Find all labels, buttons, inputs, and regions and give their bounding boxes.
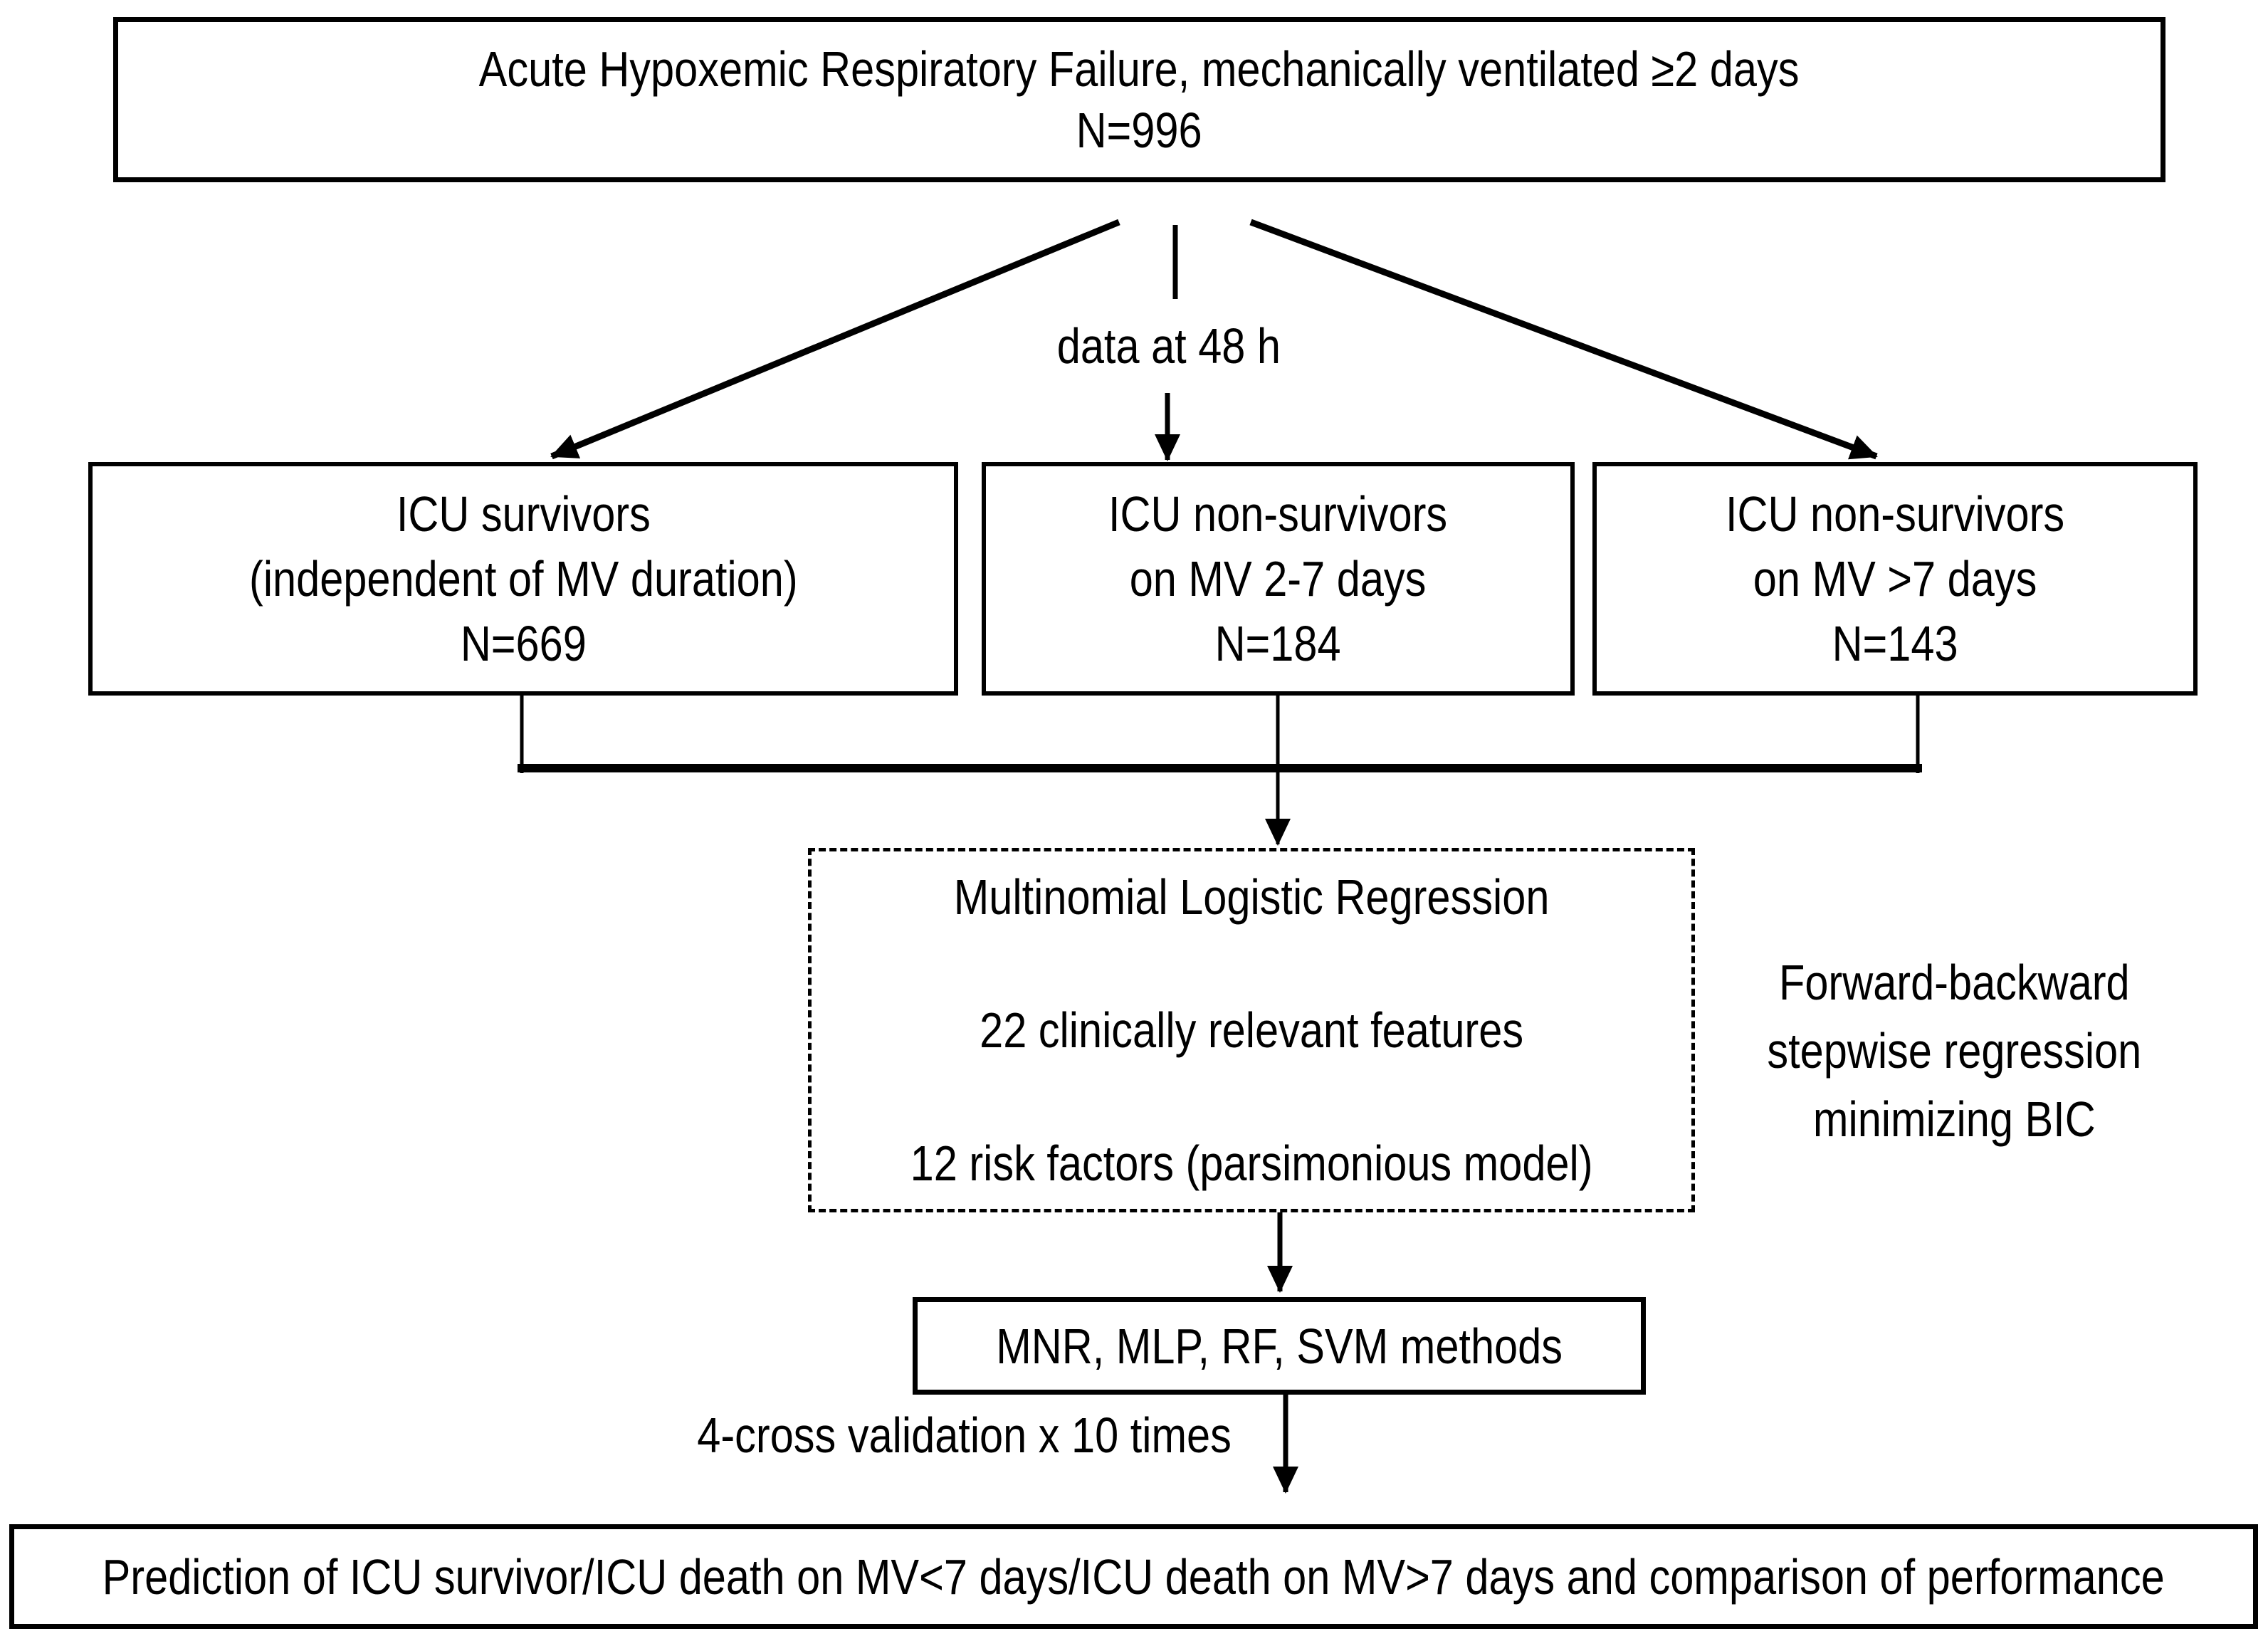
model-box-line2: 22 clinically relevant features: [980, 1002, 1523, 1058]
model-box-line1: Multinomial Logistic Regression: [953, 869, 1550, 925]
side-note-line2: stepwise regression: [1767, 1023, 2141, 1079]
branch-label-data-at-48h: data at 48 h: [1056, 318, 1281, 374]
cohort-mid-count: N=184: [1214, 615, 1341, 671]
title-box: Acute Hypoxemic Respiratory Failure, mec…: [113, 17, 2165, 182]
methods-box: MNR, MLP, RF, SVM methods: [913, 1297, 1646, 1395]
cohort-mid-line2: on MV 2-7 days: [1130, 550, 1427, 607]
outcome-box-prediction: Prediction of ICU survivor/ICU death on …: [9, 1524, 2258, 1629]
cohort-left-count: N=669: [460, 615, 587, 671]
cohort-left-line1: ICU survivors: [396, 486, 651, 542]
cohort-left-line2: (independent of MV duration): [248, 550, 798, 607]
cohort-box-nonsurvivors-mv-2-7: ICU non-survivors on MV 2-7 days N=184: [982, 462, 1575, 696]
arrow-title-to-right-cohort: [1249, 219, 1878, 460]
title-box-count: N=996: [1076, 103, 1202, 158]
cohort-right-count: N=143: [1832, 615, 1958, 671]
cohort-box-icu-survivors: ICU survivors (independent of MV duratio…: [88, 462, 958, 696]
title-box-line1: Acute Hypoxemic Respiratory Failure, mec…: [479, 41, 1800, 97]
model-box-multinomial-regression: Multinomial Logistic Regression 22 clini…: [808, 848, 1695, 1212]
side-note-stepwise-regression: Forward-backward stepwise regression min…: [1705, 948, 2203, 1153]
side-note-line1: Forward-backward: [1778, 955, 2130, 1010]
cohort-box-nonsurvivors-mv-gt7: ICU non-survivors on MV >7 days N=143: [1592, 462, 2198, 696]
side-note-line3: minimizing BIC: [1812, 1091, 2096, 1147]
model-box-line3: 12 risk factors (parsimonious model): [910, 1135, 1593, 1191]
cohort-right-line1: ICU non-survivors: [1725, 486, 2065, 542]
cohort-mid-line1: ICU non-survivors: [1108, 486, 1448, 542]
arrow-title-to-left-cohort: [550, 219, 1120, 460]
cohort-right-line2: on MV >7 days: [1753, 550, 2037, 607]
validation-label: 4-cross validation x 10 times: [697, 1407, 1232, 1463]
